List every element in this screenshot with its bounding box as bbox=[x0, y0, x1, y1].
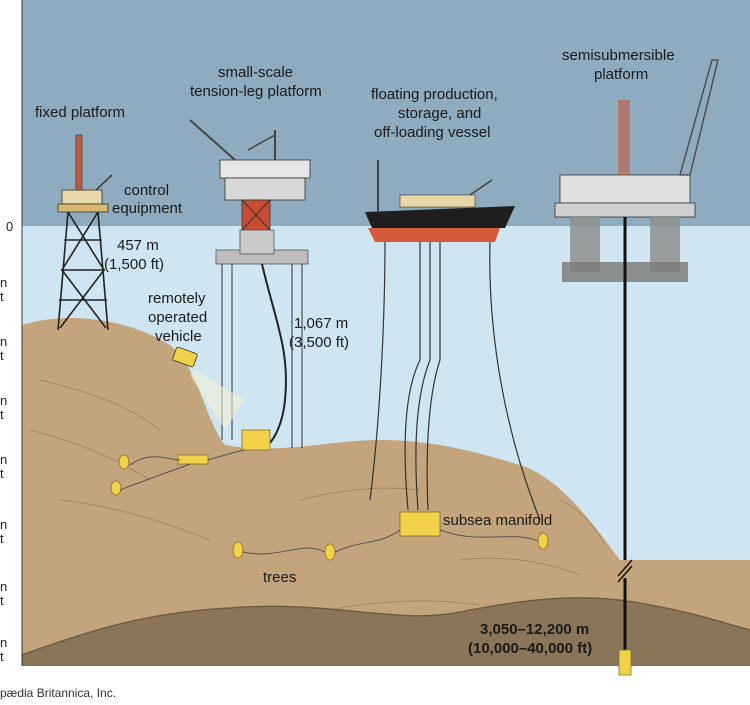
axis-tick-14: t bbox=[0, 649, 4, 664]
axis-tick-4: t bbox=[0, 348, 4, 363]
label-fpso-line2: storage, and bbox=[398, 105, 482, 122]
label-semi-line2: platform bbox=[594, 66, 649, 83]
axis-tick-12: t bbox=[0, 593, 4, 608]
axis-tick-6: t bbox=[0, 407, 4, 422]
axis-tick-2: t bbox=[0, 289, 4, 304]
axis-tick-0: 0 bbox=[6, 219, 14, 234]
axis-tick-7: n bbox=[0, 452, 8, 467]
label-semi-line1: semisubmersible bbox=[562, 47, 675, 64]
label-rov-line3: vehicle bbox=[155, 328, 202, 345]
fixed-platform bbox=[57, 134, 113, 331]
label-depth-1067-line2: (3,500 ft) bbox=[289, 334, 350, 351]
label-depth-deep-line1: 3,050–12,200 m bbox=[480, 621, 590, 638]
label-fixed-platform: fixed platform bbox=[35, 104, 126, 121]
semisubmersible-platform bbox=[554, 59, 719, 676]
credit-line: pædia Britannica, Inc. bbox=[0, 686, 117, 700]
axis-tick-9: n bbox=[0, 517, 8, 532]
axis-tick-13: n bbox=[0, 635, 8, 650]
label-fpso-line1: floating production, bbox=[371, 86, 498, 103]
axis-tick-5: n bbox=[0, 393, 8, 408]
axis-tick-3: n bbox=[0, 334, 8, 349]
rov bbox=[172, 346, 245, 430]
axis-tick-1: n bbox=[0, 275, 8, 290]
axis-tick-8: t bbox=[0, 466, 4, 481]
label-control-line2: equipment bbox=[112, 200, 183, 217]
label-depth-457-line1: 457 m bbox=[117, 237, 159, 254]
label-rov-line1: remotely bbox=[148, 290, 206, 307]
fpso-vessel bbox=[365, 160, 541, 521]
seabed bbox=[22, 317, 750, 666]
deep-layer bbox=[22, 597, 750, 666]
label-tlp-line2: tension-leg platform bbox=[190, 83, 322, 100]
tension-leg-platform bbox=[189, 119, 311, 451]
label-trees: trees bbox=[263, 569, 297, 586]
axis-tick-10: t bbox=[0, 531, 4, 546]
label-rov-line2: operated bbox=[148, 309, 208, 326]
axis-tick-11: n bbox=[0, 579, 8, 594]
label-control-line1: control bbox=[124, 182, 170, 199]
label-tlp-line1: small-scale bbox=[218, 64, 294, 81]
label-subsea-manifold: subsea manifold bbox=[443, 512, 553, 529]
subsea-equipment bbox=[110, 449, 549, 561]
label-depth-1067-line1: 1,067 m bbox=[294, 315, 349, 332]
label-depth-457-line2: (1,500 ft) bbox=[104, 256, 165, 273]
label-fpso-line3: off-loading vessel bbox=[374, 124, 491, 141]
deep-layer-top bbox=[21, 597, 750, 656]
label-depth-deep-line2: (10,000–40,000 ft) bbox=[468, 640, 593, 657]
